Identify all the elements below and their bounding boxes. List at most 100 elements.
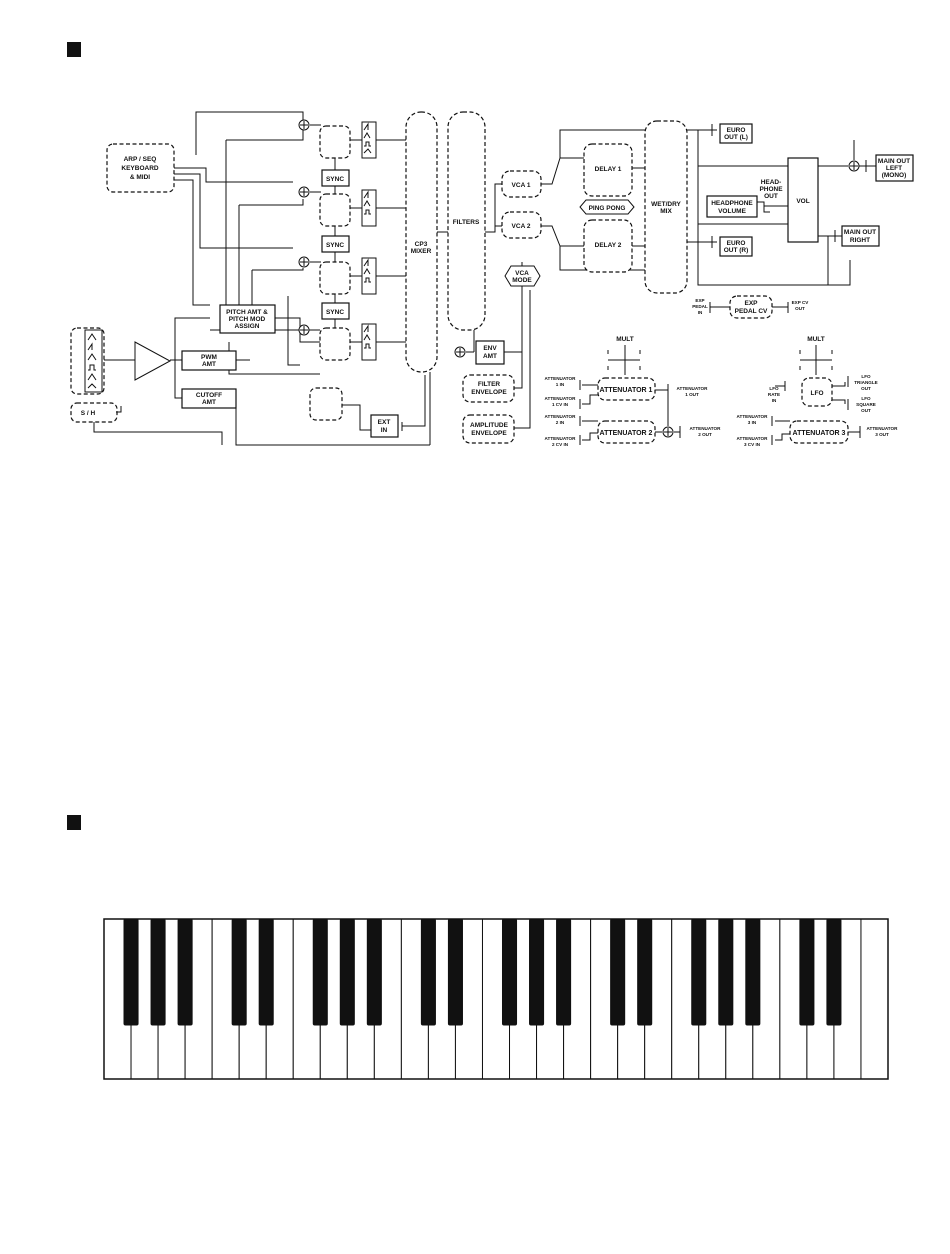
black-key[interactable] [718,918,734,1026]
exp-pedal-cv-block [729,295,773,319]
section-1-marker [67,42,81,57]
black-key[interactable] [420,918,436,1026]
exp-pedal-in-label-2: PEDAL [692,304,708,309]
ext-in-label-1: EXT [378,419,391,426]
black-key[interactable] [258,918,274,1026]
lfo-waveform-selector-icon [84,329,103,393]
lfo-sq-label-1: LFO [861,396,871,401]
black-key[interactable] [123,918,139,1026]
att2-in-label-1: ATTENUATOR [545,414,577,419]
att3-in-label-1: ATTENUATOR [737,414,769,419]
black-key[interactable] [529,918,545,1026]
pwm-amt-block [181,350,237,371]
vca-2-block [501,211,542,239]
main-out-right-label-2: RIGHT [850,237,870,244]
oscillator-1 [319,125,351,159]
black-key[interactable] [366,918,382,1026]
amplitude-envelope-label-1: AMPLITUDE [470,422,509,429]
ping-pong-switch [579,199,635,215]
arp-seq-label-1: ARP / SEQ [124,156,157,163]
vca-2-label: VCA 2 [512,223,531,230]
cutoff-amt-block [181,388,237,409]
vca-mode-label-2: MODE [512,277,532,284]
headphone-out-label-1: HEAD- [761,179,782,186]
exp-pedal-cv-label-2: PEDAL CV [735,308,768,315]
vca-1-label: VCA 1 [512,182,531,189]
wet-dry-label-2: MIX [660,208,672,215]
cp3-mixer-block [405,111,438,373]
arp-seq-label-2: KEYBOARD [121,165,159,172]
main-left-jack-icon [865,160,871,172]
sync-label-2: SYNC [326,242,344,249]
att2-out-label-1: ATTENUATOR [690,426,722,431]
black-key[interactable] [556,918,572,1026]
black-key[interactable] [691,918,707,1026]
euro-out-r-block [719,236,753,257]
lfo-sq-label-2: SQUARE [856,402,876,407]
sync-box-3 [321,302,350,320]
env-amt-block [475,340,505,365]
att3-out-label-2: 3 OUT [875,432,889,437]
att3-cv-label-2: 3 CV IN [744,442,761,447]
black-key[interactable] [177,918,193,1026]
keyboard-outline [103,918,889,1080]
black-key[interactable] [826,918,842,1026]
black-key[interactable] [501,918,518,1026]
cutoff-amt-label-1: CUTOFF [196,392,222,399]
keyboard [103,918,889,1080]
sync-label-3: SYNC [326,309,344,316]
black-key[interactable] [610,918,626,1026]
filters-block [447,111,486,331]
black-key[interactable] [339,918,355,1026]
main-out-left-label-2: LEFT [886,165,902,172]
main-out-left-block [875,154,914,182]
section-2-marker [67,815,81,830]
headphone-out-label-2: PHONE [759,186,783,193]
att1-cv-label-2: 1 CV IN [552,402,569,407]
black-key[interactable] [799,918,815,1026]
lfo-tri-label-1: LFO [861,374,871,379]
pitch-amt-label-1: PITCH AMT & [226,309,268,316]
sh-jack-icon [116,406,122,413]
vca-mode-label-1: VCA [515,270,529,277]
att3-cv-label-1: ATTENUATOR [737,436,769,441]
env-amt-label-2: AMT [483,353,497,360]
att2-out-label-2: 2 OUT [698,432,712,437]
att2-cv-label-1: ATTENUATOR [545,436,577,441]
delay-1-label: DELAY 1 [595,166,622,173]
black-key[interactable] [150,918,166,1026]
white-key[interactable] [860,918,889,1080]
headphone-jack-icon [757,201,770,213]
amplitude-envelope-label-2: ENVELOPE [471,430,507,437]
sample-hold-label: S / H [81,410,96,417]
exp-cv-out-label-1: EXP CV [792,300,810,305]
vca-mode-switch [504,265,541,287]
pwm-amt-label-1: PWM [201,354,217,361]
attenuator-1-label: ATTENUATOR 1 [600,387,653,394]
att1-cv-label-1: ATTENUATOR [545,396,577,401]
cp3-mixer-label-2: MIXER [411,248,432,255]
delay-2-block [583,219,633,273]
black-key[interactable] [231,918,247,1026]
filters-label: FILTERS [453,219,480,226]
lfo-label: LFO [811,390,824,397]
attenuator-3-block [789,420,849,444]
main-out-left-label-1: MAIN OUT [878,158,910,165]
ext-in-jack-icon [401,422,412,431]
att1-in-label-1: ATTENUATOR [545,376,577,381]
att1-in-label-2: 1 IN [556,382,565,387]
delay-2-label: DELAY 2 [595,242,622,249]
black-key[interactable] [745,918,761,1026]
attenuator-3-label: ATTENUATOR 3 [793,430,846,437]
headphone-out-label-3: OUT [764,193,778,200]
sync-box-2 [321,235,350,253]
black-key[interactable] [312,918,328,1026]
black-key[interactable] [637,918,653,1026]
pitch-amt-assign-block [219,304,276,334]
arp-seq-label-3: & MIDI [130,174,150,181]
cp3-mixer-label-1: CP3 [415,241,428,248]
euro-out-r-label-1: EURO [727,240,746,247]
mult-2-label: MULT [807,336,825,343]
attenuator-2-block [597,420,656,444]
black-key[interactable] [447,918,463,1026]
